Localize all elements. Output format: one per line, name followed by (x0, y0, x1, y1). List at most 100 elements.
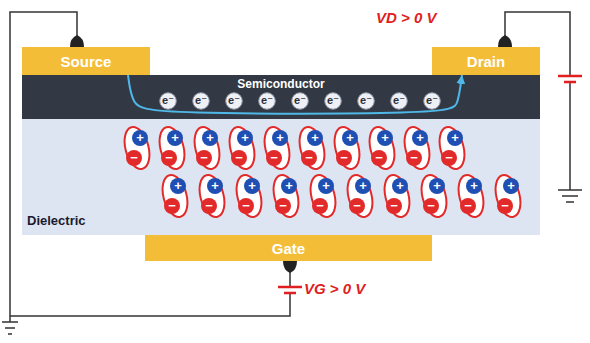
charge-sign: − (386, 198, 402, 214)
dipole-outline (123, 125, 151, 171)
dipole: +− (235, 173, 263, 219)
charge-sign: + (503, 178, 519, 194)
dipole: +− (298, 125, 326, 171)
charge-sign: − (460, 198, 476, 214)
charge-sign: − (275, 198, 291, 214)
layer-label: Semiconductor (22, 75, 540, 91)
positive-charge (466, 178, 482, 194)
dipole-outline (346, 173, 374, 219)
negative-charge (371, 150, 387, 166)
dipole-outline (494, 173, 522, 219)
positive-charge (318, 178, 334, 194)
dipole-outline (298, 125, 326, 171)
positive-charge (167, 130, 183, 146)
electron: e⁻ (159, 92, 177, 110)
positive-charge (207, 178, 223, 194)
semiconductor-layer: Semiconductore⁻ e⁻ e⁻ e⁻ e⁻ e⁻ e⁻ e⁻ e⁻ (22, 75, 540, 119)
electron-label: e⁻ (291, 92, 309, 110)
electrode-label: Source (61, 53, 112, 70)
charge-sign: + (167, 130, 183, 146)
electron-label: e⁻ (225, 92, 243, 110)
negative-charge (301, 150, 317, 166)
electron: e⁻ (423, 92, 441, 110)
electron-label: e⁻ (258, 92, 276, 110)
dipole-outline (403, 125, 431, 171)
dipole-outline (438, 125, 466, 171)
electron: e⁻ (225, 92, 243, 110)
electron-circle (358, 93, 375, 110)
positive-charge (355, 178, 371, 194)
electron-circle (325, 93, 342, 110)
electron: e⁻ (324, 92, 342, 110)
negative-charge (196, 150, 212, 166)
electron-label: e⁻ (192, 92, 210, 110)
electron-circle (226, 93, 243, 110)
negative-charge (238, 198, 254, 214)
positive-charge (429, 178, 445, 194)
negative-charge (460, 198, 476, 214)
positive-charge (342, 130, 358, 146)
charge-sign: + (447, 130, 463, 146)
electrode-label: Drain (467, 53, 505, 70)
dipole: +− (346, 173, 374, 219)
battery-symbol (558, 76, 582, 82)
dipole-outline (272, 173, 300, 219)
charge-sign: + (170, 178, 186, 194)
charge-sign: − (423, 198, 439, 214)
dipole-outline (420, 173, 448, 219)
layer-label: Dielectric (27, 213, 86, 229)
dipole-outline (457, 173, 485, 219)
charge-sign: + (429, 178, 445, 194)
charge-sign: + (318, 178, 334, 194)
contact-dot (498, 35, 512, 47)
positive-charge (281, 178, 297, 194)
dipole: +− (420, 173, 448, 219)
charge-sign: − (371, 150, 387, 166)
dipole-outline (368, 125, 396, 171)
dipole-outline (235, 173, 263, 219)
charge-sign: − (201, 198, 217, 214)
negative-charge (161, 150, 177, 166)
electron-label: e⁻ (324, 92, 342, 110)
electron-label: e⁻ (390, 92, 408, 110)
electron: e⁻ (357, 92, 375, 110)
electron-circle (193, 93, 210, 110)
charge-sign: + (281, 178, 297, 194)
negative-charge (266, 150, 282, 166)
charge-sign: − (441, 150, 457, 166)
charge-sign: + (132, 130, 148, 146)
charge-sign: + (207, 178, 223, 194)
dipole-outline (158, 125, 186, 171)
dipole-outline (161, 173, 189, 219)
dipole: +− (272, 173, 300, 219)
charge-sign: + (392, 178, 408, 194)
positive-charge (392, 178, 408, 194)
positive-charge (447, 130, 463, 146)
charge-sign: + (377, 130, 393, 146)
source-electrode: Source (22, 47, 150, 75)
charge-sign: − (126, 150, 142, 166)
charge-sign: − (238, 198, 254, 214)
charge-sign: − (231, 150, 247, 166)
battery-symbol (278, 287, 302, 293)
dipole: +− (368, 125, 396, 171)
positive-charge (503, 178, 519, 194)
voltage-label: VD > 0 V (376, 9, 436, 26)
positive-charge (244, 178, 260, 194)
electrode-label: Gate (272, 240, 305, 257)
dielectric-layer: Dielectric+−+−+−+−+−+−+−+−+−+−+−+−+−+−+−… (22, 119, 540, 235)
charge-sign: + (466, 178, 482, 194)
negative-charge (164, 198, 180, 214)
dipole-outline (193, 125, 221, 171)
dipole: +− (228, 125, 256, 171)
dipole: +− (123, 125, 151, 171)
gate-wire (10, 270, 290, 316)
negative-charge (423, 198, 439, 214)
dipole: +− (193, 125, 221, 171)
positive-charge (170, 178, 186, 194)
positive-charge (237, 130, 253, 146)
charge-sign: − (312, 198, 328, 214)
electron-flow-arrow (128, 75, 462, 114)
negative-charge (312, 198, 328, 214)
